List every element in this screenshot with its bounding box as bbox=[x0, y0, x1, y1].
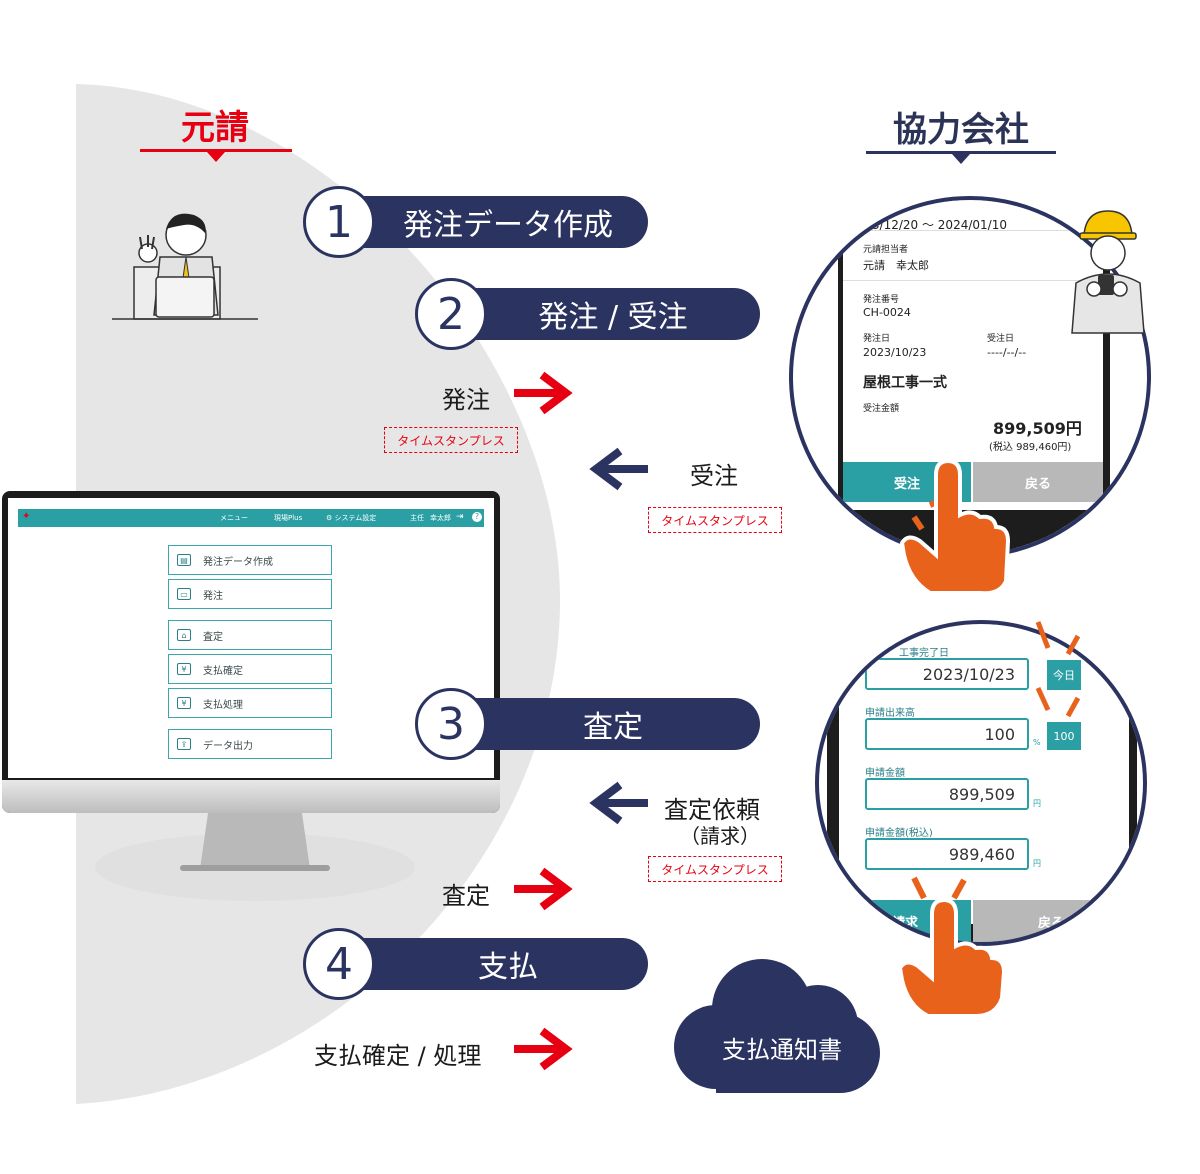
order-date-label: 発注日 bbox=[863, 334, 891, 344]
accept-date: ----/--/-- bbox=[987, 346, 1027, 359]
amount-label: 受注金額 bbox=[863, 404, 900, 414]
tap-marker-icon bbox=[1035, 621, 1081, 718]
menu-item-label: 発注 bbox=[203, 590, 223, 602]
amount-field[interactable]: 899,509 bbox=[865, 778, 1029, 810]
amount-unit: 円 bbox=[1033, 799, 1041, 808]
menu-item-label: データ出力 bbox=[203, 740, 253, 752]
today-button[interactable]: 今日 bbox=[1047, 660, 1081, 690]
app-logo-icon: ✦ bbox=[22, 511, 31, 522]
menu-item-label: 発注データ作成 bbox=[203, 556, 273, 568]
step-3-number: 3 bbox=[415, 688, 487, 760]
topbar-user-role: 主任 bbox=[410, 514, 424, 522]
order-date: 2023/10/23 bbox=[863, 346, 927, 359]
logout-icon[interactable]: ⇥ bbox=[456, 512, 464, 522]
contractor-label: 元請担当者 bbox=[863, 245, 909, 255]
export-icon: ⇪ bbox=[177, 738, 191, 750]
header-contractor-underline bbox=[140, 149, 292, 152]
arrow-right-icon bbox=[514, 371, 573, 415]
step-4-label: 支払 bbox=[478, 950, 538, 985]
completion-label: 工事完了日 bbox=[899, 648, 949, 659]
menu-item-payment-confirm[interactable]: ¥ 支払確定 bbox=[168, 654, 332, 684]
order-no-label: 発注番号 bbox=[863, 295, 900, 305]
topbar-menu-link[interactable]: メニュー bbox=[220, 514, 248, 522]
monitor-stand bbox=[95, 813, 415, 901]
timestamp-badge: タイムスタンプレス bbox=[648, 856, 782, 882]
flow-assess-request-sub: （請求） bbox=[680, 824, 760, 848]
order-no: CH-0024 bbox=[863, 306, 911, 319]
contractor-name: 元請 幸太郎 bbox=[863, 259, 929, 272]
flow-order-label: 発注 bbox=[442, 386, 490, 414]
step-4-number: 4 bbox=[303, 928, 375, 1000]
yen-check-icon: ¥ bbox=[177, 663, 191, 675]
progress-label: 申請出来高 bbox=[865, 708, 915, 719]
order-title: 屋根工事一式 bbox=[863, 375, 947, 391]
menu-item-order[interactable]: ▭ 発注 bbox=[168, 579, 332, 609]
topbar-settings-link[interactable]: ⚙ システム設定 bbox=[326, 514, 377, 522]
amount-label: 申請金額 bbox=[865, 768, 905, 779]
tap-hand-icon bbox=[898, 876, 1007, 1018]
progress-100-button[interactable]: 100 bbox=[1047, 722, 1081, 750]
step-2-label: 発注 / 受注 bbox=[538, 300, 688, 335]
document-icon: ▤ bbox=[177, 554, 191, 566]
amount-tax-unit: 円 bbox=[1033, 859, 1041, 868]
accept-date-label: 受注日 bbox=[987, 334, 1015, 344]
step-1-label: 発注データ作成 bbox=[403, 208, 613, 243]
menu-item-order-data[interactable]: ▤ 発注データ作成 bbox=[168, 545, 332, 575]
timestamp-badge: タイムスタンプレス bbox=[384, 427, 518, 453]
arrow-left-icon bbox=[589, 781, 648, 825]
menu-item-label: 支払処理 bbox=[203, 699, 243, 711]
payment-notice-label: 支払通知書 bbox=[722, 1036, 842, 1064]
help-icon[interactable]: ? bbox=[472, 512, 482, 522]
topbar-genba-link[interactable]: 現場Plus bbox=[274, 514, 303, 522]
step-3-label: 査定 bbox=[583, 710, 643, 745]
order-amount: 899,509円 bbox=[993, 419, 1082, 438]
header-partner-underline bbox=[866, 151, 1056, 154]
tap-hand-icon bbox=[900, 458, 1010, 595]
flow-assess-request-label: 査定依頼 bbox=[664, 796, 760, 824]
step-1-number: 1 bbox=[303, 186, 375, 258]
back-button[interactable]: 戻る bbox=[973, 900, 1129, 942]
step-2-number: 2 bbox=[415, 278, 487, 350]
house-search-icon: ⌂ bbox=[177, 629, 191, 641]
order-amount-tax: (税込 989,460円) bbox=[989, 442, 1072, 453]
back-button[interactable]: 戻る bbox=[973, 462, 1103, 502]
timestamp-badge: タイムスタンプレス bbox=[648, 507, 782, 533]
order-period: 2023/12/20 ～ 2024/01/10 bbox=[849, 218, 1007, 232]
progress-unit: % bbox=[1033, 738, 1041, 747]
flow-payment-label: 支払確定 / 処理 bbox=[314, 1042, 482, 1070]
phone-invoice-screen: 工事完了日 2023/10/23 今日 申請出来高 100 % 100 申請金額… bbox=[815, 620, 1147, 946]
menu-item-data-export[interactable]: ⇪ データ出力 bbox=[168, 729, 332, 759]
menu-item-payment-process[interactable]: ¥ 支払処理 bbox=[168, 688, 332, 718]
header-contractor: 元請 bbox=[181, 108, 249, 148]
step-1-pill: 発注データ作成 bbox=[318, 196, 648, 248]
arrow-left-icon bbox=[589, 447, 648, 491]
monitor-chin bbox=[2, 780, 500, 813]
arrow-right-icon bbox=[514, 1027, 573, 1071]
phone-order-screen: 2023/12/20 ～ 2024/01/10 元請担当者 元請 幸太郎 発注番… bbox=[789, 196, 1151, 558]
menu-item-label: 査定 bbox=[203, 631, 223, 643]
construction-worker-illustration bbox=[1071, 210, 1145, 334]
menu-item-label: 支払確定 bbox=[203, 665, 243, 677]
yen-cycle-icon: ¥ bbox=[177, 697, 191, 709]
arrow-right-icon bbox=[514, 867, 573, 911]
office-worker-illustration bbox=[112, 213, 258, 320]
amount-tax-field[interactable]: 989,460 bbox=[865, 838, 1029, 870]
header-partner-pointer bbox=[952, 154, 970, 164]
app-topbar: ✦ メニュー 現場Plus ⚙ システム設定 主任 幸太郎 ⇥ ? bbox=[18, 509, 484, 527]
progress-field[interactable]: 100 bbox=[865, 718, 1029, 750]
laptop-icon: ▭ bbox=[177, 588, 191, 600]
menu-item-assess[interactable]: ⌂ 査定 bbox=[168, 620, 332, 650]
topbar-user-name: 幸太郎 bbox=[430, 514, 451, 522]
flow-accept-label: 受注 bbox=[690, 462, 738, 490]
header-contractor-pointer bbox=[207, 152, 225, 162]
cloud-icon bbox=[674, 959, 880, 1093]
amount-tax-label: 申請金額(税込) bbox=[865, 828, 933, 839]
completion-date-field[interactable]: 2023/10/23 bbox=[865, 658, 1029, 690]
flow-assess-label: 査定 bbox=[442, 882, 490, 910]
header-partner: 協力会社 bbox=[893, 110, 1029, 150]
